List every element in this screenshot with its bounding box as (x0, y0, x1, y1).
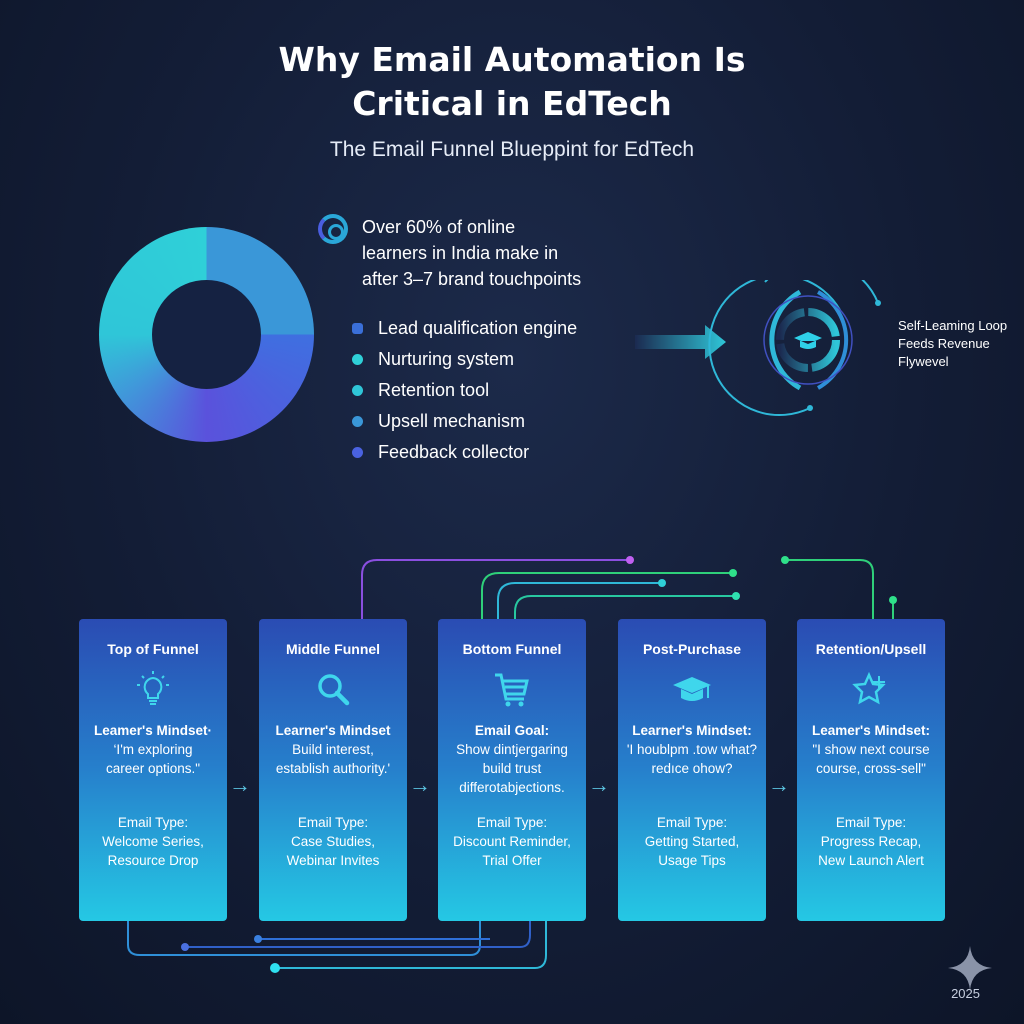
mindset-label: Leamer's Mindset: (812, 723, 930, 738)
stage-email-type: Email Type: Discount Reminder, Trial Offer (438, 813, 586, 870)
funnel-stage-card: Retention/Upsell Leamer's Mindset: "I sho… (797, 619, 945, 921)
arrow-right-icon: → (409, 772, 431, 797)
pie-progress-icon (318, 214, 348, 244)
arrow-right-icon (635, 325, 726, 359)
caption-line: Self-Leaming Loop (898, 318, 1008, 333)
bullet-dot-icon (352, 416, 363, 427)
caption-line: Flywevel (898, 354, 949, 369)
email-type-text: New Launch Alert (818, 853, 924, 868)
magnifier-icon (318, 674, 350, 706)
role-list: Lead qualification engine Nurturing syst… (350, 313, 577, 468)
mindset-label: Email Goal: (474, 723, 550, 738)
email-type-text: Webinar Invites (286, 853, 380, 868)
stat-line: learners in India make in (362, 243, 559, 263)
mindset-label: Learner's Mindset: (632, 723, 752, 738)
stage-mindset: Leamer's Mindset: "I show next course cour… (797, 721, 945, 813)
title-line-2: Critical in EdTech (352, 84, 672, 123)
subtitle: The Email Funnel Blueppint for EdTech (329, 138, 695, 161)
bullet-dot-icon (352, 385, 363, 396)
orbit-ring (708, 280, 841, 416)
list-item-label: Lead qualification engine (378, 318, 578, 338)
mindset-text: redıce ohow? (651, 761, 733, 776)
donut-chart (99, 227, 314, 442)
list-item-label: Nurturing system (378, 349, 515, 369)
mindset-text: differotabjections. (459, 780, 565, 795)
email-type-text: Case Studies, (290, 834, 376, 849)
stage-email-type: Email Type: Case Studies, Webinar Invites (259, 813, 407, 870)
stage-mindset: Email Goal: Show dintjergaring build trust… (438, 721, 586, 813)
list-item: Upsell mechanism (350, 406, 577, 437)
funnel-stage-card: Top of Funnel Leamer's Mindset· ‘I'm expl… (79, 619, 227, 921)
year-label: 2025 (951, 986, 980, 1001)
graduation-cap-icon (794, 332, 822, 349)
arrow-right-icon: → (768, 772, 790, 797)
stage-title: Bottom Funnel (462, 641, 562, 657)
stat-line: Over 60% of online (362, 217, 516, 237)
stat-line: after 3–7 brand touchpoints (362, 269, 582, 289)
list-item: Nurturing system (350, 344, 577, 375)
title-line-1: Why Email Automation Is (278, 40, 746, 79)
list-item-label: Retention tool (378, 380, 490, 400)
gear-puzzle-icon (352, 323, 363, 334)
arrow-right-icon: → (229, 772, 251, 797)
email-type-label: Email Type: (476, 815, 548, 830)
stage-email-type: Email Type: Getting Started, Usage Tips (618, 813, 766, 870)
mindset-text: ‘I'm exploring (113, 742, 193, 757)
email-type-label: Email Type: (297, 815, 369, 830)
email-type-text: Getting Started, (644, 834, 740, 849)
mindset-text: 'I houblpm .tow what? (626, 742, 758, 757)
list-item-label: Upsell mechanism (378, 411, 526, 431)
mindset-text: build trust (482, 761, 542, 776)
page-title: Why Email Automation Is Critical in EdTec… (0, 38, 1024, 126)
star-plus-icon (852, 671, 886, 705)
email-type-label: Email Type: (117, 815, 189, 830)
stat-text: Over 60% of online learners in India mak… (362, 214, 581, 292)
mindset-text: career options." (105, 761, 201, 776)
email-type-text: Progress Recap, (820, 834, 922, 849)
stage-mindset: Learner's Mindset: 'I houblpm .tow what? r… (618, 721, 766, 813)
cart-icon (495, 673, 529, 707)
bullet-dot-icon (352, 447, 363, 458)
mindset-text: Build interest, (292, 742, 374, 757)
mindset-text: "I show next course (812, 742, 930, 757)
flywheel-caption: Self-Leaming Loop Feeds Revenue Flywevel (898, 317, 1007, 371)
email-type-text: Usage Tips (658, 853, 726, 868)
stage-title: Post-Purchase (642, 641, 742, 657)
funnel-stage-card: Post-Purchase Learner's Mindset: 'I houbl… (618, 619, 766, 921)
list-item: Lead qualification engine (350, 313, 577, 344)
mindset-text: Show dintjergaring (456, 742, 568, 757)
stage-email-type: Email Type: Welcome Series, Resource Drop (79, 813, 227, 870)
list-item-label: Feedback collector (378, 442, 530, 462)
sparkle-icon (948, 946, 992, 990)
email-type-text: Resource Drop (107, 853, 199, 868)
stage-email-type: Email Type: Progress Recap, New Launch Ale… (797, 813, 945, 870)
email-type-text: Trial Offer (482, 853, 542, 868)
stage-mindset: Leamer's Mindset· ‘I'm exploring career op… (79, 721, 227, 813)
lightbulb-icon (137, 671, 169, 705)
flywheel-graphic (635, 280, 881, 416)
caption-line: Feeds Revenue (898, 336, 990, 351)
list-item: Retention tool (350, 375, 577, 406)
graduation-cap-icon (673, 677, 711, 701)
stage-title: Top of Funnel (107, 641, 199, 657)
stage-title: Middle Funnel (285, 641, 381, 657)
email-type-text: Discount Reminder, (453, 834, 571, 849)
funnel-stage-card: Bottom Funnel Email Goal: Show dintjergar… (438, 619, 586, 921)
mindset-text: course, cross-sell" (816, 761, 926, 776)
bullet-dot-icon (352, 354, 363, 365)
mindset-text: establish authority.' (275, 761, 391, 776)
email-type-text: Welcome Series, (102, 834, 204, 849)
mindset-label: Leamer's Mindset· (94, 723, 212, 738)
mindset-label: Learner's Mindset (275, 723, 391, 738)
stage-title: Retention/Upsell (815, 641, 927, 657)
list-item: Feedback collector (350, 437, 577, 468)
arrow-right-icon: → (588, 772, 610, 797)
email-type-label: Email Type: (835, 815, 907, 830)
email-type-label: Email Type: (656, 815, 728, 830)
